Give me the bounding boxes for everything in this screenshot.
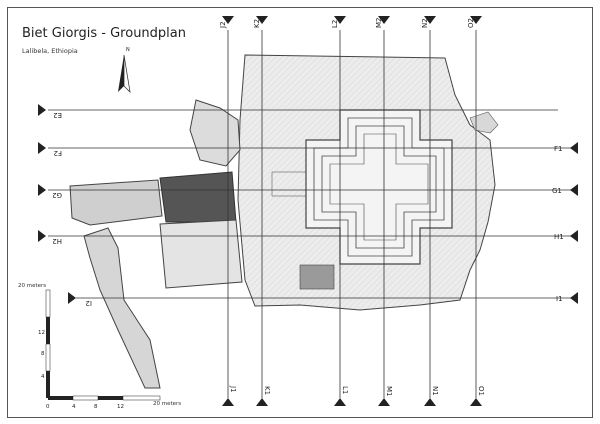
label-L2: L2 [331,20,339,28]
courtyard-feature [299,264,335,290]
label-H1: H1 [554,233,564,241]
label-I2: I2 [85,299,92,307]
marker-I2 [68,292,76,304]
scale-bar-horizontal [48,395,161,401]
marker-O2 [470,16,482,24]
north-arrow-icon [118,54,131,94]
marker-F1 [570,142,578,154]
west-trench [69,179,163,226]
marker-N2 [424,16,436,24]
marker-G1 [570,184,578,196]
marker-L2 [334,16,346,24]
church-cross [271,109,453,265]
marker-N1 [424,398,436,406]
north-label: N [126,47,130,53]
left-section-markers [38,104,76,304]
scale-units-label: 20 meters [153,401,182,407]
label-K2: K2 [253,19,261,28]
south-trench [83,227,161,389]
marker-J2 [222,16,234,24]
label-O1: O1 [477,386,485,396]
label-J1: J1 [229,385,237,393]
label-F1: F1 [554,145,562,153]
marker-M2 [378,16,390,24]
label-N1: N1 [431,386,439,396]
label-M1: M1 [385,386,393,397]
marker-O1 [470,398,482,406]
plan-subtitle: Lalibela, Ethiopia [22,47,78,55]
label-N2: N2 [421,18,429,28]
bottom-section-markers [222,398,482,406]
marker-I1 [570,292,578,304]
scale-title: 20 meters [18,283,47,289]
label-I1: I1 [556,295,563,303]
top-section-markers [222,16,482,24]
label-J2: J2 [219,21,227,29]
marker-G2 [38,184,46,196]
label-M2: M2 [375,18,383,29]
right-section-markers [570,142,578,304]
label-E2: E2 [53,111,62,119]
marker-J1 [222,398,234,406]
scale-tick-8-h: 8 [94,404,98,410]
scale-tick-4-v: 4 [41,374,45,380]
scale-bar-vertical [45,289,51,398]
label-F2: F2 [54,149,62,157]
label-O2: O2 [467,18,475,28]
label-G2: G2 [52,191,62,199]
label-H2: H2 [52,237,62,245]
marker-L1 [334,398,346,406]
marker-H2 [38,230,46,242]
label-L1: L1 [341,386,349,394]
plan-title: Biet Giorgis - Groundplan [22,26,186,41]
marker-K2 [256,16,268,24]
annex-room [159,219,243,289]
marker-K1 [256,398,268,406]
scale-tick-4-h: 4 [72,404,76,410]
scale-tick-0-h: 0 [46,404,50,410]
annex-dark-block [159,171,237,223]
scale-tick-12-h: 12 [117,404,124,410]
scale-tick-12-v: 12 [38,330,45,336]
scale-tick-8-v: 8 [41,351,45,357]
rock-rubble-top [469,111,499,134]
marker-M1 [378,398,390,406]
label-K1: K1 [263,386,271,395]
section-lines [48,30,575,398]
marker-H1 [570,230,578,242]
marker-F2 [38,142,46,154]
label-G1: G1 [552,187,562,195]
marker-E2 [38,104,46,116]
